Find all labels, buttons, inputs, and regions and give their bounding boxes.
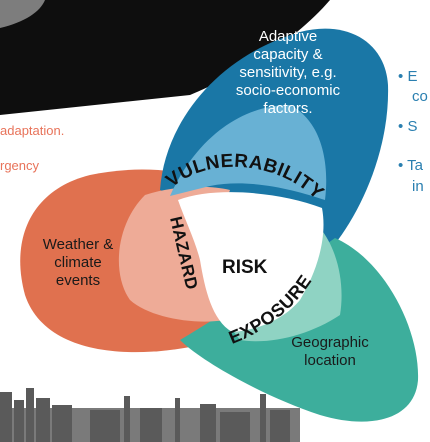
bullet-2: • S <box>398 118 417 135</box>
bullet-3-continuation: in <box>412 178 424 195</box>
risk-center-region <box>178 192 324 332</box>
vulnerability-inner-band <box>170 105 327 200</box>
header-dark-band <box>0 0 330 115</box>
bullet-3: • Ta <box>398 157 423 174</box>
bullet-1-text: E <box>407 68 418 85</box>
vulnerability-desc-line-1: Adaptive <box>258 28 318 45</box>
bullet-1: • E <box>398 68 417 85</box>
hazard-desc-line-3: events <box>55 272 101 289</box>
bullet-1-continuation: co <box>412 88 428 105</box>
hazard-desc-line-2: climate <box>54 254 102 271</box>
risk-center-label: RISK <box>222 257 268 278</box>
vulnerability-desc-line-4: socio-economic <box>235 82 341 99</box>
vulnerability-desc-line-3: sensitivity, e.g. <box>239 64 337 81</box>
hazard-desc-line-1: Weather & <box>42 236 114 253</box>
bullet-2-text: S <box>407 118 418 135</box>
vulnerability-description: Adaptive capacity & sensitivity, e.g. so… <box>222 28 354 118</box>
left-text-line-2: rgency <box>0 158 40 173</box>
exposure-description: Geographic location <box>282 334 378 370</box>
city-skyline <box>0 388 300 442</box>
bullet-2-marker: • <box>398 118 404 135</box>
bullet-1-marker: • <box>398 68 404 85</box>
left-text-line-1: adaptation. <box>0 123 65 138</box>
hazard-description: Weather & climate events <box>30 236 126 290</box>
exposure-desc-line-2: location <box>304 352 356 369</box>
vulnerability-desc-line-2: capacity & <box>253 46 323 63</box>
bullet-3-text: Ta <box>407 157 424 174</box>
header-globe-fragment <box>0 0 45 28</box>
exposure-desc-line-1: Geographic <box>291 334 369 351</box>
vulnerability-desc-line-5: factors. <box>263 100 313 117</box>
bullet-3-marker: • <box>398 157 404 174</box>
